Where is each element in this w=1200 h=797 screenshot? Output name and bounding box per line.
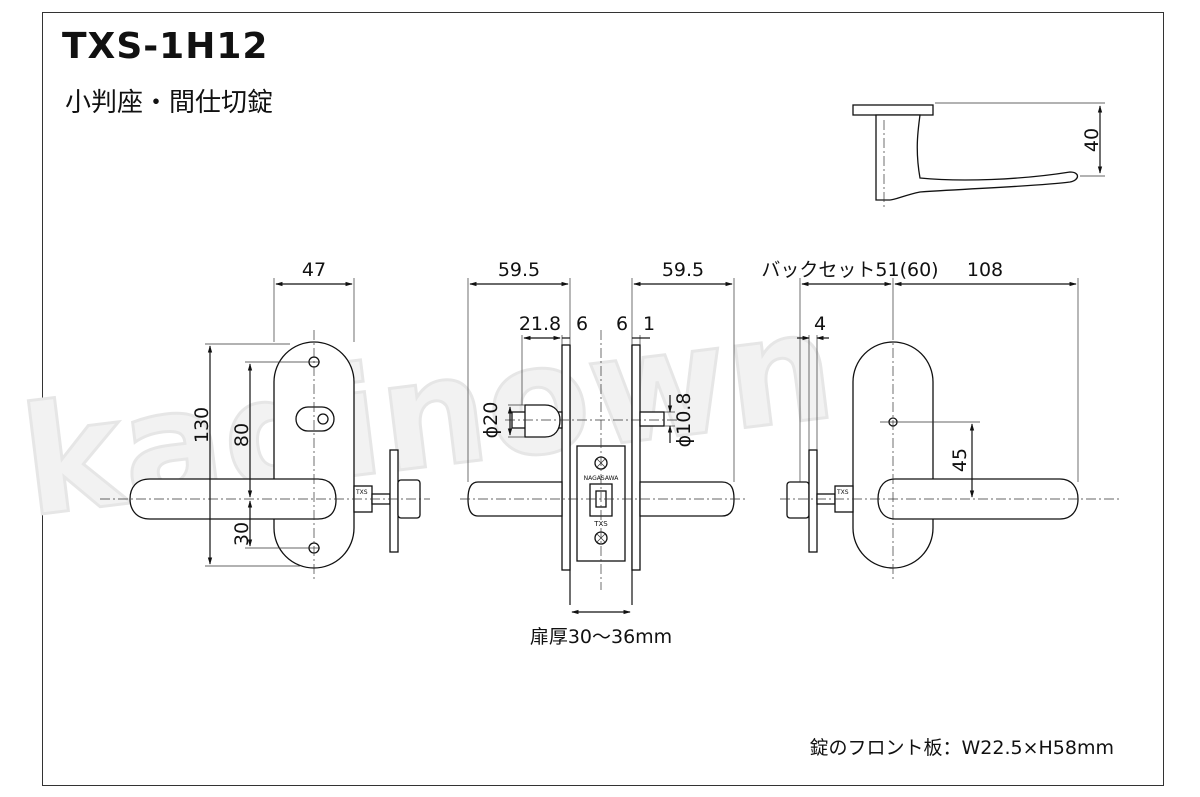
dim-4-label: 4 (814, 313, 826, 335)
phi20-label: ϕ20 (480, 402, 502, 439)
side-view-lever: 40 (852, 102, 1105, 210)
model-subtitle: 小判座・間仕切錠 (65, 88, 274, 118)
middle-left-width-label: 59.5 (498, 259, 540, 281)
dim-6-right-label: 6 (616, 313, 628, 335)
left-latch-label: TXS (355, 489, 368, 496)
right-latch-label: TXS (836, 489, 849, 496)
dim-45-label: 45 (949, 448, 971, 472)
dim-21-8-label: 21.8 (519, 313, 561, 335)
left-screw-spacing-label: 80 (231, 423, 253, 447)
left-lower-label: 30 (231, 522, 253, 546)
drawing-frame (42, 12, 1164, 786)
left-front-view: TXS 47 130 80 30 (100, 259, 430, 580)
right-front-view: TXS バックセット51(60) 108 4 45 (761, 259, 1120, 580)
left-width-label: 47 (302, 259, 326, 281)
dim-108-label: 108 (967, 259, 1003, 281)
backset-label: バックセット51(60) (761, 259, 938, 281)
dim-1-label: 1 (643, 313, 655, 335)
door-thickness-label: 扉厚30〜36mm (530, 626, 672, 648)
phi10-label: ϕ10.8 (673, 393, 695, 448)
side-view-height-label: 40 (1081, 128, 1103, 152)
middle-right-width-label: 59.5 (662, 259, 704, 281)
dim-6-left-label: 6 (576, 313, 588, 335)
middle-section-view: NAGASAWA TXS 59.5 59.5 21.8 6 (460, 259, 745, 648)
latch-brand-text: NAGASAWA (584, 475, 620, 482)
left-total-height-label: 130 (191, 407, 213, 443)
model-title: TXS-1H12 (62, 26, 269, 67)
front-plate-note: 錠のフロント板：W22.5×H58mm (809, 737, 1115, 759)
